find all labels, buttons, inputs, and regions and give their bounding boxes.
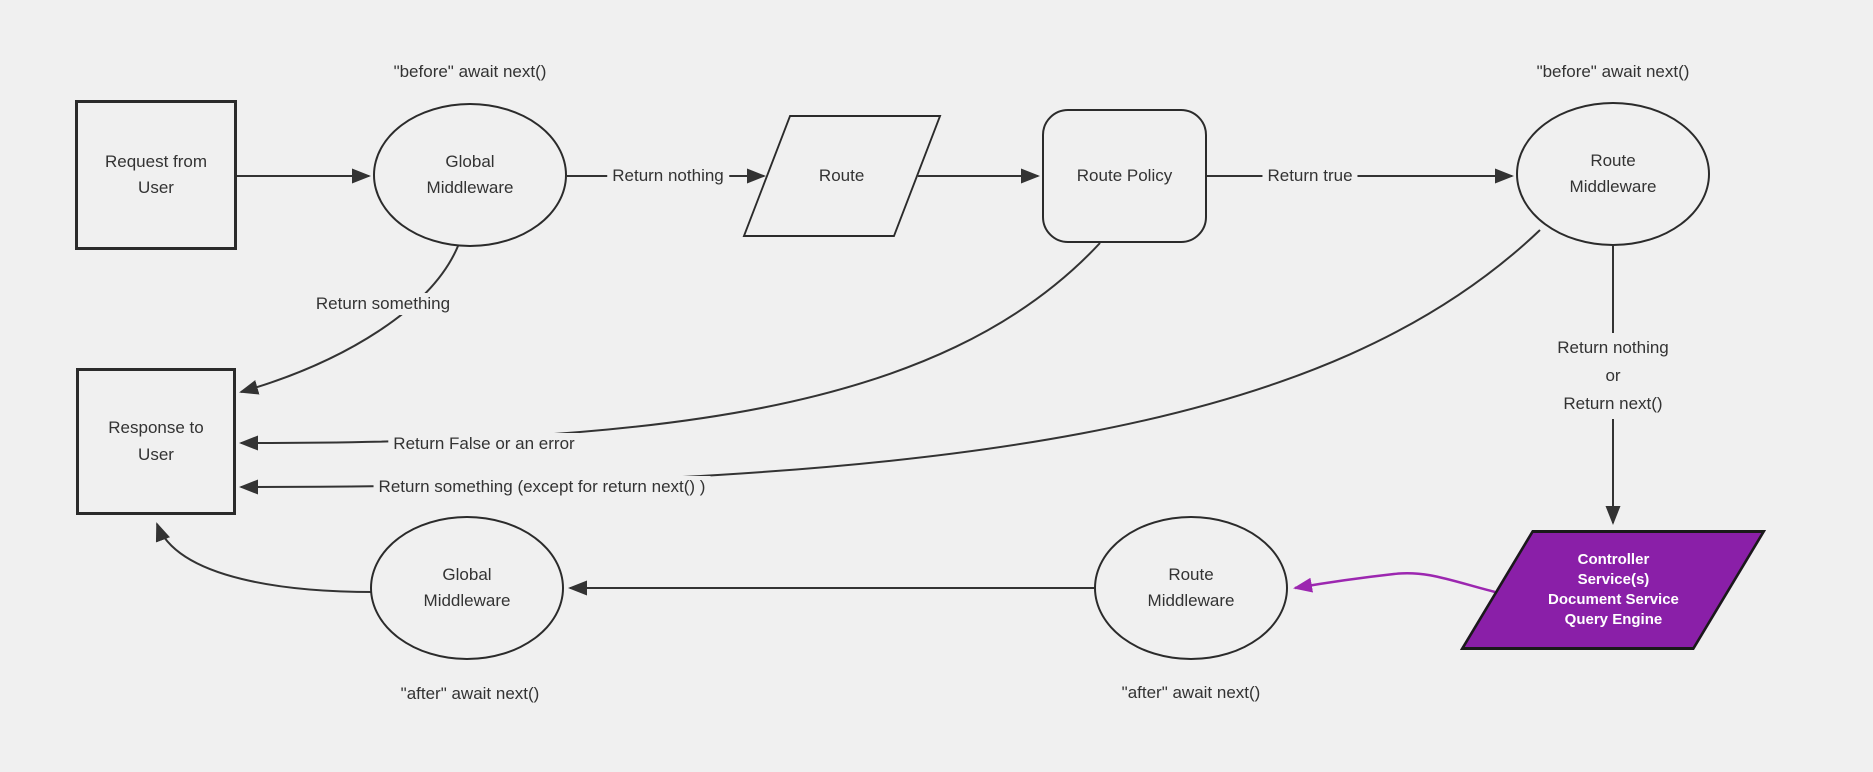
controller-line: Query Engine	[1564, 611, 1662, 628]
edge-global-middleware-to-response	[239, 245, 459, 395]
annotation-before-await-right: "before" await next()	[1536, 62, 1690, 81]
node-label: Request from User	[104, 151, 208, 197]
edge-global-middleware-after-to-response	[155, 522, 375, 593]
node-label: Global Middleware	[426, 151, 514, 197]
node-request-from-user: Request from User	[75, 100, 237, 250]
edge-label-return-something-except: Return something (except for return next…	[373, 476, 711, 498]
node-label: Global Middleware	[423, 564, 511, 610]
annotation-after-await-left: "after" await next()	[400, 684, 540, 703]
edge-controller-to-route-middleware-after	[1293, 571, 1496, 594]
node-route-middleware-after: Route Middleware	[1094, 516, 1288, 660]
node-label: Route Middleware	[1147, 564, 1235, 610]
edge-label-line: Return nothing	[1557, 338, 1669, 357]
edge-label-line: Return next()	[1563, 394, 1663, 413]
node-label: Route	[819, 165, 865, 185]
node-label: Route Policy	[1076, 165, 1173, 185]
edge-label-return-nothing: Return nothing	[607, 165, 729, 187]
edge-route-policy-to-response	[239, 242, 1101, 451]
edge-label-return-something: Return something	[310, 293, 456, 315]
controller-line: Document Service	[1547, 591, 1679, 608]
node-response-to-user: Response to User	[76, 368, 236, 515]
node-label: Route Middleware	[1569, 150, 1657, 196]
node-global-middleware-after: Global Middleware	[370, 516, 564, 660]
node-route-middleware-before: Route Middleware	[1516, 102, 1710, 246]
controller-line: Controller	[1577, 551, 1649, 568]
node-global-middleware-before: Global Middleware	[373, 103, 567, 247]
node-route-policy: Route Policy	[1042, 109, 1207, 243]
controller-line: Service(s)	[1577, 571, 1649, 588]
annotation-before-await-left: "before" await next()	[393, 62, 547, 81]
edge-label-return-true: Return true	[1262, 165, 1358, 187]
edge-label-return-false-error: Return False or an error	[388, 433, 580, 455]
controller-text-block: Controller Service(s) Document Service Q…	[1548, 550, 1679, 630]
edge-label-return-nothing-or-next: Return nothing or Return next()	[1552, 333, 1674, 419]
annotation-after-await-right: "after" await next()	[1121, 683, 1261, 702]
node-label: Response to User	[108, 418, 204, 464]
edge-label-line: or	[1605, 366, 1621, 385]
